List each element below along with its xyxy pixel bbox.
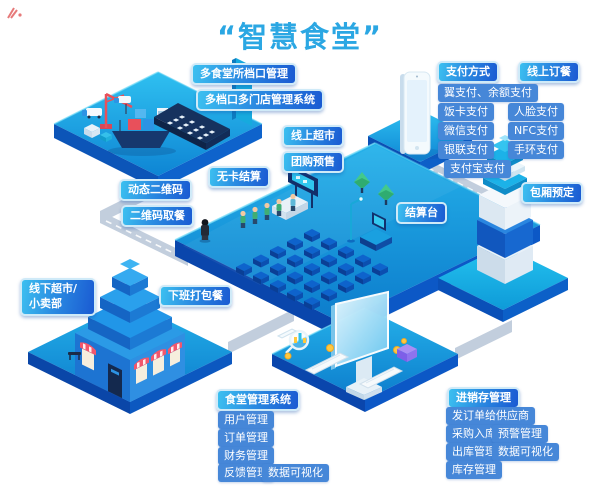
tag-multi-store-system: 多档口多门店管理系统 [196, 89, 324, 111]
inventory-item-warning-mgmt: 预警管理 [492, 425, 548, 444]
tag-afterwork-pack: 下班打包餐 [159, 285, 232, 307]
purple-box [397, 344, 417, 362]
coins [284, 338, 407, 360]
tag-multi-canteen-stall: 多食堂所档口管理 [191, 63, 297, 85]
street-lamp [347, 196, 364, 243]
cargo-boxes [84, 124, 112, 142]
store-roof-tiers [88, 259, 172, 350]
store [28, 259, 232, 414]
cash-register [360, 212, 392, 251]
document-card [276, 328, 298, 339]
canteen-item-data-viz: 数据可视化 [262, 464, 329, 483]
tag-offline-market-line1: 线下超市/ [29, 282, 78, 295]
computer-workstation [271, 290, 458, 412]
tag-qr-pickup: 二维码取餐 [121, 205, 194, 227]
payment-item-mealcard: 饭卡支付 [438, 103, 494, 122]
payment-item-face: 人脸支付 [508, 103, 564, 122]
inventory-item-outbound-mgmt: 出库管理 [446, 443, 502, 462]
keyboard [304, 352, 404, 389]
payment-item-wing-balance: 翼支付、余额支付 [438, 84, 538, 103]
tag-dynamic-qr: 动态二维码 [119, 179, 192, 201]
tag-checkout-counter: 结算台 [396, 202, 447, 224]
tag-room-booking: 包厢预定 [521, 182, 583, 204]
payment-item-alipay: 支付宝支付 [444, 160, 511, 179]
payment-item-wristband: 手环支付 [508, 141, 564, 160]
inventory-item-stock-mgmt: 库存管理 [446, 461, 502, 480]
queue-people [240, 193, 296, 228]
tag-offline-market: 线下超市/ 小卖部 [20, 278, 96, 316]
tag-cardless-settlement: 无卡结算 [208, 166, 270, 188]
tag-online-order: 线上订餐 [518, 61, 580, 83]
tag-online-market: 线上超市 [282, 125, 344, 147]
tag-inventory-system: 进销存管理 [447, 387, 520, 409]
inventory-item-data-viz: 数据可视化 [492, 443, 559, 462]
payment-item-wechat: 微信支付 [438, 122, 494, 141]
canteen-item-finance-mgmt: 财务管理 [218, 447, 274, 466]
watermark-logo [7, 7, 22, 19]
inventory-item-supplier-order: 发订单给供应商 [446, 407, 535, 426]
person-dark [199, 219, 211, 243]
smartphone [400, 71, 431, 155]
tag-group-presale: 团购预售 [282, 151, 344, 173]
tag-offline-market-line2: 小卖部 [29, 296, 62, 310]
canteen-item-user-mgmt: 用户管理 [218, 411, 274, 430]
canteen-item-order-mgmt: 订单管理 [218, 429, 274, 448]
calculator [154, 103, 230, 150]
payment-item-nfc: NFC支付 [508, 122, 565, 141]
payment-item-unionpay: 银联支付 [438, 141, 494, 160]
store-building [75, 259, 185, 403]
outdoor-table [68, 352, 81, 360]
page-title: “智慧食堂” [216, 20, 384, 54]
delivery-truck [82, 96, 131, 119]
tag-canteen-system: 食堂管理系统 [216, 389, 300, 411]
inventory-item-purchase-in: 采购入库 [446, 425, 502, 444]
canteen-item-feedback-mgmt: 反馈管理 [218, 464, 274, 483]
monitor [331, 290, 389, 400]
magnifier-chart [285, 329, 310, 354]
tag-payment-method: 支付方式 [437, 61, 499, 83]
